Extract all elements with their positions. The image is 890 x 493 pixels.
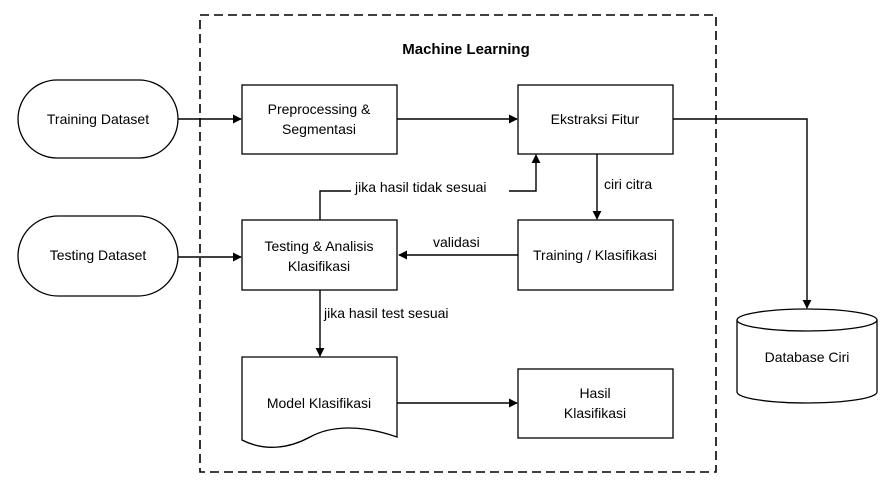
database-ciri-label: Database Ciri <box>765 349 850 365</box>
diagram-title: Machine Learning <box>402 41 530 58</box>
edge-label-tidak-sesuai: jika hasil tidak sesuai <box>354 179 487 195</box>
testing-analisis-node: Testing & Analisis Klasifikasi <box>241 219 398 291</box>
hasil-klasifikasi-label-line1: Hasil <box>579 385 610 401</box>
edge-label-ciri-citra: ciri citra <box>604 176 652 192</box>
testing-analisis-label-line2: Klasifikasi <box>288 258 350 274</box>
ekstraksi-fitur-label: Ekstraksi Fitur <box>551 111 640 127</box>
training-dataset-label: Training Dataset <box>47 111 149 127</box>
model-klasifikasi-label: Model Klasifikasi <box>267 395 371 411</box>
testing-dataset-node: Testing Dataset <box>17 215 179 297</box>
training-klasifikasi-label: Training / Klasifikasi <box>533 247 657 263</box>
machine-learning-container <box>199 14 717 473</box>
hasil-klasifikasi-label-line2: Klasifikasi <box>564 405 626 421</box>
database-ciri-node: Database Ciri <box>736 308 878 404</box>
edge-label-validasi: validasi <box>433 234 480 250</box>
tidak-sesuai-label-bg <box>351 178 509 196</box>
hasil-klasifikasi-node: Hasil Klasifikasi <box>517 368 674 439</box>
model-klasifikasi-node: Model Klasifikasi <box>241 356 398 448</box>
preprocessing-label-line2: Segmentasi <box>282 121 356 137</box>
ekstraksi-fitur-node: Ekstraksi Fitur <box>517 84 674 155</box>
arrow-ekstraksi-to-database <box>673 118 812 309</box>
testing-dataset-label: Testing Dataset <box>50 247 147 263</box>
training-dataset-node: Training Dataset <box>17 79 179 159</box>
preprocessing-node: Preprocessing & Segmentasi <box>241 84 398 155</box>
edge-label-test-sesuai: jika hasil test sesuai <box>323 305 449 321</box>
testing-analisis-label-line1: Testing & Analisis <box>265 238 374 254</box>
preprocessing-label-line1: Preprocessing & <box>268 101 371 117</box>
training-klasifikasi-node: Training / Klasifikasi <box>517 219 674 291</box>
